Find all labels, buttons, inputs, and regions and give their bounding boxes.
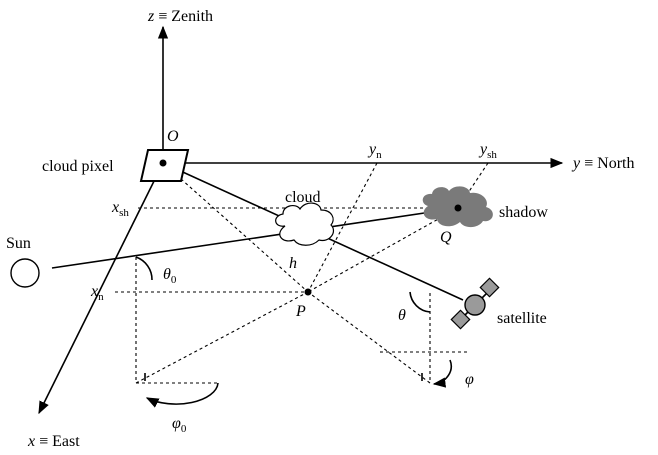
cloud-to-ground-line	[162, 162, 309, 293]
sun-azimuth-ground-line	[135, 291, 309, 384]
satellite-azimuth-ground-line	[307, 291, 431, 384]
z-axis-label: z ≡ Zenith	[147, 8, 213, 25]
x-axis	[38, 162, 164, 415]
shadow-point	[454, 204, 462, 212]
cloud-projection-point	[304, 288, 312, 296]
shadow-point-label: Q	[440, 229, 452, 246]
cloud-pixel-label: cloud pixel	[42, 158, 114, 175]
x-axis-label: x ≡ East	[27, 433, 80, 450]
x-n-tick-label: xn	[90, 283, 104, 303]
theta0-label: θ0	[163, 266, 177, 286]
height-label: h	[289, 255, 297, 272]
origin-label: O	[167, 128, 179, 145]
y-n-tick-label: yn	[367, 141, 382, 161]
sun-icon	[10, 258, 40, 288]
phi0-label: φ0	[172, 415, 187, 435]
phi-label: φ	[465, 371, 474, 388]
y-sh-tick-label: ysh	[478, 141, 497, 161]
phi0-arc	[145, 382, 219, 408]
shadow-to-ground-line	[307, 207, 459, 293]
shadow-label: shadow	[499, 204, 548, 221]
satellite-label: satellite	[497, 310, 547, 327]
cloud-point-label: P	[295, 303, 306, 320]
y-axis-label: y ≡ North	[571, 155, 634, 172]
theta0-arc	[135, 256, 153, 281]
theta-label: θ	[398, 307, 406, 324]
origin-point	[159, 159, 167, 167]
x-sh-tick-label: xsh	[111, 199, 129, 219]
sun-label: Sun	[6, 235, 31, 252]
y-n-projection	[307, 162, 378, 293]
phi-arc	[432, 359, 453, 388]
cloud-shape	[275, 202, 335, 246]
cloud-label: cloud	[285, 189, 321, 206]
sun-ray	[51, 207, 459, 269]
satellite-icon	[450, 277, 500, 330]
theta-arc	[409, 291, 431, 313]
